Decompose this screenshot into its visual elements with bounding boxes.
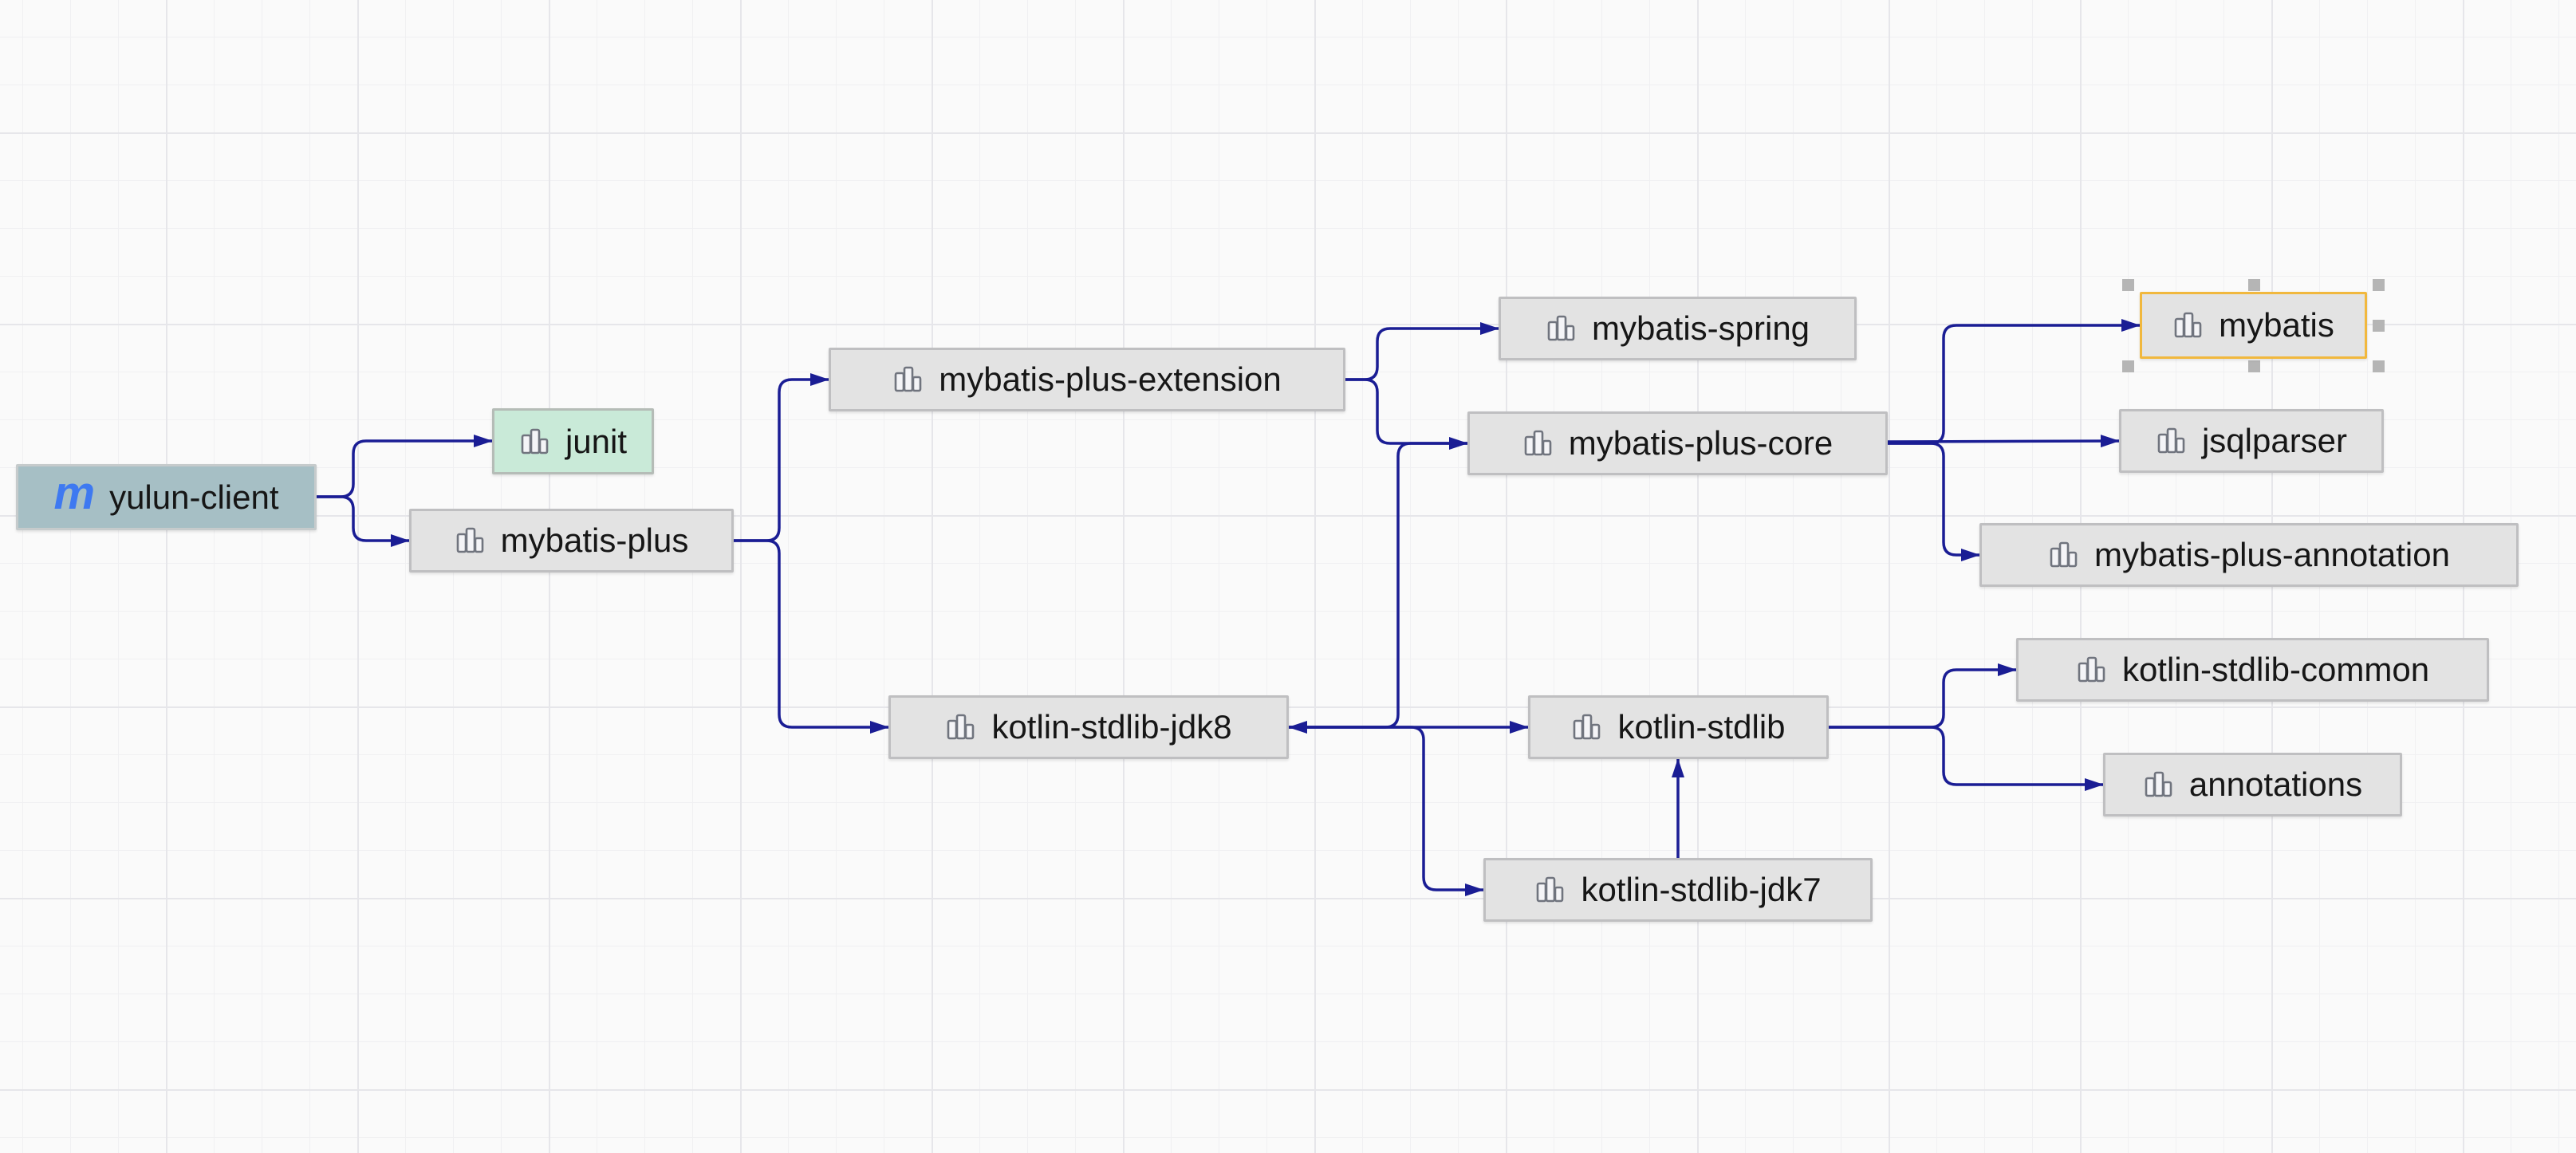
node-mybatis-spring[interactable]: mybatis-spring — [1499, 297, 1857, 360]
library-icon — [2172, 311, 2204, 340]
node-jsqlparser[interactable]: jsqlparser — [2119, 409, 2384, 473]
node-yulun-client[interactable]: m yulun-client — [16, 464, 317, 530]
node-kotlin-stdlib[interactable]: kotlin-stdlib — [1528, 695, 1829, 759]
library-icon — [2143, 770, 2175, 799]
node-label: mybatis — [2219, 306, 2334, 344]
library-icon — [1546, 314, 1578, 343]
edge-mybatis-plus-core-mybatis-plus-annotation — [1888, 442, 1980, 561]
edge-yulun-client-mybatis-plus — [317, 495, 410, 547]
node-mybatis-plus-annotation[interactable]: mybatis-plus-annotation — [1979, 523, 2519, 587]
node-label: mybatis-plus-annotation — [2094, 536, 2450, 573]
library-icon — [1571, 713, 1603, 742]
node-mybatis[interactable]: mybatis — [2140, 292, 2367, 359]
node-kotlin-stdlib-common[interactable]: kotlin-stdlib-common — [2016, 638, 2489, 702]
library-icon — [1522, 429, 1554, 458]
node-label: mybatis-plus-extension — [939, 360, 1282, 398]
library-icon — [2076, 655, 2108, 684]
selection-handle[interactable] — [2122, 360, 2134, 372]
node-label: mybatis-plus-core — [1568, 424, 1834, 462]
selection-handle[interactable] — [2247, 279, 2260, 291]
selection-handle[interactable] — [2373, 320, 2385, 332]
selection-handle[interactable] — [2122, 279, 2134, 291]
node-mybatis-plus-core[interactable]: mybatis-plus-core — [1467, 411, 1888, 475]
node-label: kotlin-stdlib-jdk7 — [1581, 871, 1822, 908]
node-label: jsqlparser — [2201, 422, 2348, 459]
selection-handle[interactable] — [2247, 360, 2260, 372]
edge-yulun-client-junit — [317, 435, 493, 498]
edge-mybatis-plus-core-mybatis — [1888, 319, 2141, 445]
library-icon — [892, 365, 924, 394]
library-icon — [2156, 427, 2188, 455]
maven-module-icon: m — [53, 466, 96, 519]
edge-mybatis-plus-core-kotlin-stdlib-jdk8 — [1288, 442, 1467, 734]
node-kotlin-stdlib-jdk7[interactable]: kotlin-stdlib-jdk7 — [1483, 858, 1873, 922]
node-label: kotlin-stdlib-common — [2121, 651, 2430, 688]
node-label: junit — [565, 422, 628, 460]
edge-mybatis-plus-kotlin-stdlib-jdk8 — [734, 539, 889, 734]
library-icon — [1534, 876, 1566, 904]
edge-mybatis-plus-extension-mybatis-plus-core — [1345, 378, 1468, 450]
selection-handle[interactable] — [2373, 360, 2385, 372]
library-icon — [945, 713, 977, 742]
node-label: mybatis-spring — [1591, 309, 1810, 347]
library-icon — [455, 526, 486, 555]
edge-kotlin-stdlib-kotlin-stdlib-common — [1829, 663, 2017, 729]
node-mybatis-plus[interactable]: mybatis-plus — [409, 509, 734, 573]
edge-mybatis-plus-core-jsqlparser — [1887, 435, 2120, 448]
node-label: mybatis-plus — [500, 521, 689, 559]
node-label: kotlin-stdlib — [1617, 708, 1786, 746]
edge-kotlin-stdlib-annotations — [1829, 726, 2104, 791]
edge-kotlin-stdlib-jdk8-kotlin-stdlib-jdk7 — [1289, 726, 1484, 896]
library-icon — [2048, 541, 2080, 569]
selection-handle[interactable] — [2373, 279, 2385, 291]
node-label: annotations — [2188, 765, 2363, 803]
node-mybatis-plus-extension[interactable]: mybatis-plus-extension — [829, 348, 1345, 411]
node-label: yulun-client — [109, 478, 279, 516]
library-icon — [519, 427, 551, 456]
node-kotlin-stdlib-jdk8[interactable]: kotlin-stdlib-jdk8 — [888, 695, 1289, 759]
edge-mybatis-plus-extension-mybatis-spring — [1345, 322, 1499, 381]
node-label: kotlin-stdlib-jdk8 — [991, 708, 1232, 746]
node-annotations[interactable]: annotations — [2103, 753, 2402, 817]
node-junit[interactable]: junit — [492, 408, 654, 474]
edge-mybatis-plus-mybatis-plus-extension — [734, 373, 829, 542]
